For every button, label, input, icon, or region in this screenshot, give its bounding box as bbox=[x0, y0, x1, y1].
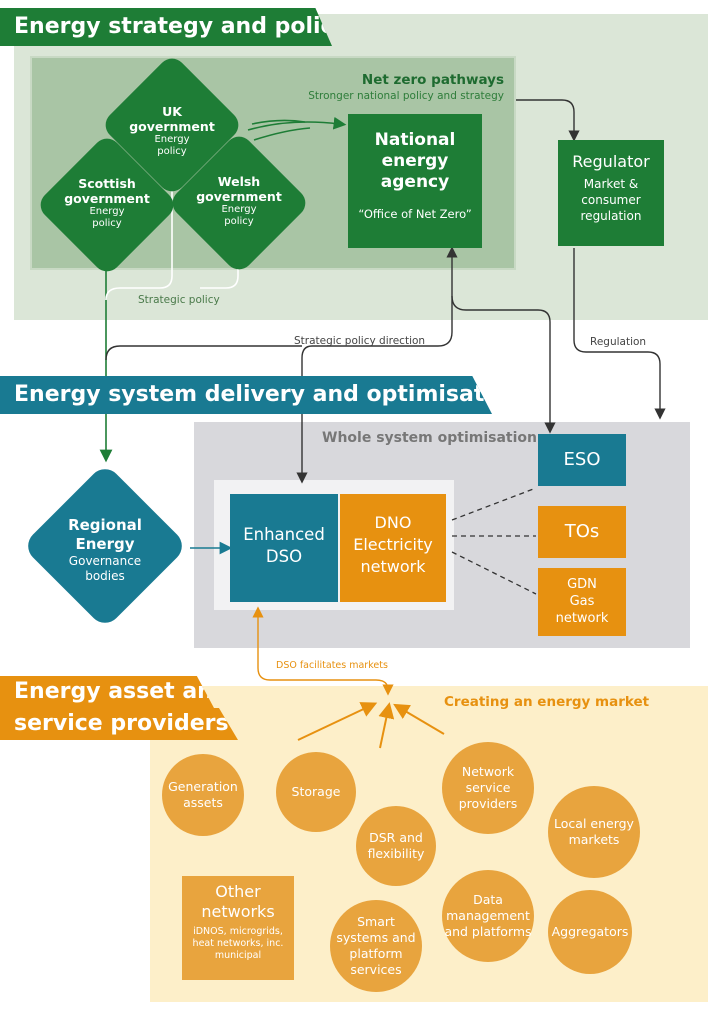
dsr-line1: DSR and bbox=[369, 830, 423, 845]
scottish-government-text: Scottish government Energy policy bbox=[47, 176, 167, 230]
uk-government-sub2: policy bbox=[157, 146, 187, 157]
data-line2: management bbox=[446, 908, 530, 923]
other-networks-title2: networks bbox=[201, 902, 275, 921]
regulator-sub2: consumer bbox=[581, 193, 641, 207]
gdn-line3: network bbox=[555, 611, 609, 626]
dno-box: DNO Electricity network bbox=[340, 494, 446, 602]
generation-line2: assets bbox=[183, 795, 223, 810]
uk-government-text: UK government Energy policy bbox=[112, 104, 232, 158]
other-networks-sub1: iDNOS, microgrids, bbox=[193, 926, 283, 937]
eso-box: ESO bbox=[538, 434, 626, 486]
storage-line1: Storage bbox=[291, 784, 341, 799]
local-markets-line2: markets bbox=[568, 832, 620, 847]
regulator-box: Regulator Market & consumer regulation bbox=[558, 140, 664, 246]
regulator-sub: Market & bbox=[583, 177, 639, 191]
label-regulation: Regulation bbox=[590, 336, 647, 348]
regional-title: Regional bbox=[68, 516, 142, 534]
enhanced-dso-box: Enhanced DSO bbox=[230, 494, 338, 602]
regional-title2: Energy bbox=[75, 535, 135, 553]
enhanced-dso-line1: Enhanced bbox=[243, 525, 325, 544]
national-agency-subtitle: “Office of Net Zero” bbox=[358, 207, 472, 221]
regulator-title: Regulator bbox=[572, 152, 650, 171]
national-agency-title: National bbox=[374, 130, 456, 150]
label-strategic-policy: Strategic policy bbox=[138, 294, 220, 306]
welsh-government-title2: government bbox=[196, 189, 282, 204]
dno-line3: network bbox=[360, 557, 426, 576]
uk-government-title2: government bbox=[129, 119, 215, 134]
dno-line2: Electricity bbox=[353, 535, 433, 554]
welsh-government-sub: Energy bbox=[221, 204, 257, 215]
regional-energy-text: Regional Energy Governance bodies bbox=[45, 516, 165, 584]
scottish-government-title2: government bbox=[64, 191, 150, 206]
smart-line2: systems and bbox=[336, 930, 416, 945]
other-networks-box: Other networks iDNOS, microgrids, heat n… bbox=[182, 876, 294, 980]
tos-box: TOs bbox=[538, 506, 626, 558]
uk-government-title: UK bbox=[162, 104, 182, 119]
circle-aggregators: Aggregators bbox=[548, 890, 632, 974]
data-line1: Data bbox=[473, 892, 503, 907]
scottish-government-sub2: policy bbox=[92, 218, 122, 229]
uk-government-sub: Energy bbox=[154, 134, 190, 145]
gdn-line2: Gas bbox=[569, 594, 595, 609]
circle-storage: Storage bbox=[276, 752, 356, 832]
other-networks-sub3: municipal bbox=[214, 950, 262, 961]
header-providers-line1: Energy asset and bbox=[0, 676, 214, 708]
gdn-line1: GDN bbox=[567, 577, 597, 592]
label-dso-facilitates: DSO facilitates markets bbox=[276, 660, 388, 671]
smart-line4: services bbox=[350, 962, 402, 977]
header-strategy: Energy strategy and policy bbox=[0, 8, 332, 46]
net-zero-subtitle: Stronger national policy and strategy bbox=[308, 90, 504, 102]
welsh-government-sub2: policy bbox=[224, 216, 254, 227]
scottish-government-title: Scottish bbox=[78, 176, 136, 191]
local-markets-line1: Local energy bbox=[554, 816, 634, 831]
smart-line1: Smart bbox=[357, 914, 395, 929]
scottish-government-sub: Energy bbox=[89, 206, 125, 217]
national-agency-title2: energy agency bbox=[380, 151, 450, 192]
whole-system-title: Whole system optimisation bbox=[322, 430, 538, 446]
aggregators-line1: Aggregators bbox=[551, 924, 629, 939]
dsr-line2: flexibility bbox=[367, 846, 425, 861]
other-networks-sub2: heat networks, inc. bbox=[192, 938, 284, 949]
smart-line3: platform bbox=[349, 946, 403, 961]
market-title: Creating an energy market bbox=[444, 694, 650, 710]
header-delivery: Energy system delivery and optimisation bbox=[0, 376, 492, 414]
enhanced-dso-line2: DSO bbox=[265, 547, 303, 566]
welsh-government-title: Welsh bbox=[217, 174, 261, 189]
label-strategic-policy-direction: Strategic policy direction bbox=[294, 335, 426, 347]
net-zero-title: Net zero pathways bbox=[361, 72, 504, 88]
data-line3: and platforms bbox=[444, 924, 532, 939]
generation-line1: Generation bbox=[168, 779, 238, 794]
network-service-line3: providers bbox=[458, 796, 518, 811]
regional-sub2: bodies bbox=[85, 569, 125, 583]
national-energy-agency-box: National energy agency “Office of Net Ze… bbox=[348, 114, 482, 248]
regional-sub: Governance bbox=[68, 554, 142, 568]
network-service-line1: Network bbox=[461, 764, 515, 779]
welsh-government-text: Welsh government Energy policy bbox=[179, 174, 299, 228]
header-providers-line2: service providers bbox=[0, 708, 238, 740]
dno-line1: DNO bbox=[374, 513, 412, 532]
gdn-box: GDN Gas network bbox=[538, 568, 626, 636]
other-networks-title: Other bbox=[215, 882, 261, 901]
network-service-line2: service bbox=[465, 780, 511, 795]
regulator-sub3: regulation bbox=[580, 209, 642, 223]
